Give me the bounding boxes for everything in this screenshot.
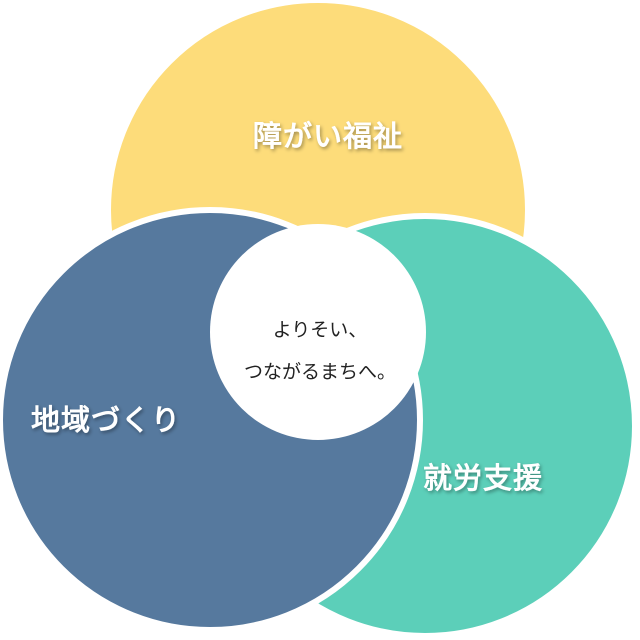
center-tagline-line2: つながるまちへ。 [244,361,396,383]
center-tagline-line1: よりそい、 [273,319,368,341]
label-employment-support: 就労支援 [423,461,543,495]
label-community-development: 地域づくり [31,403,181,437]
label-disability-welfare: 障がい福祉 [253,119,403,153]
center-hub [210,224,426,440]
